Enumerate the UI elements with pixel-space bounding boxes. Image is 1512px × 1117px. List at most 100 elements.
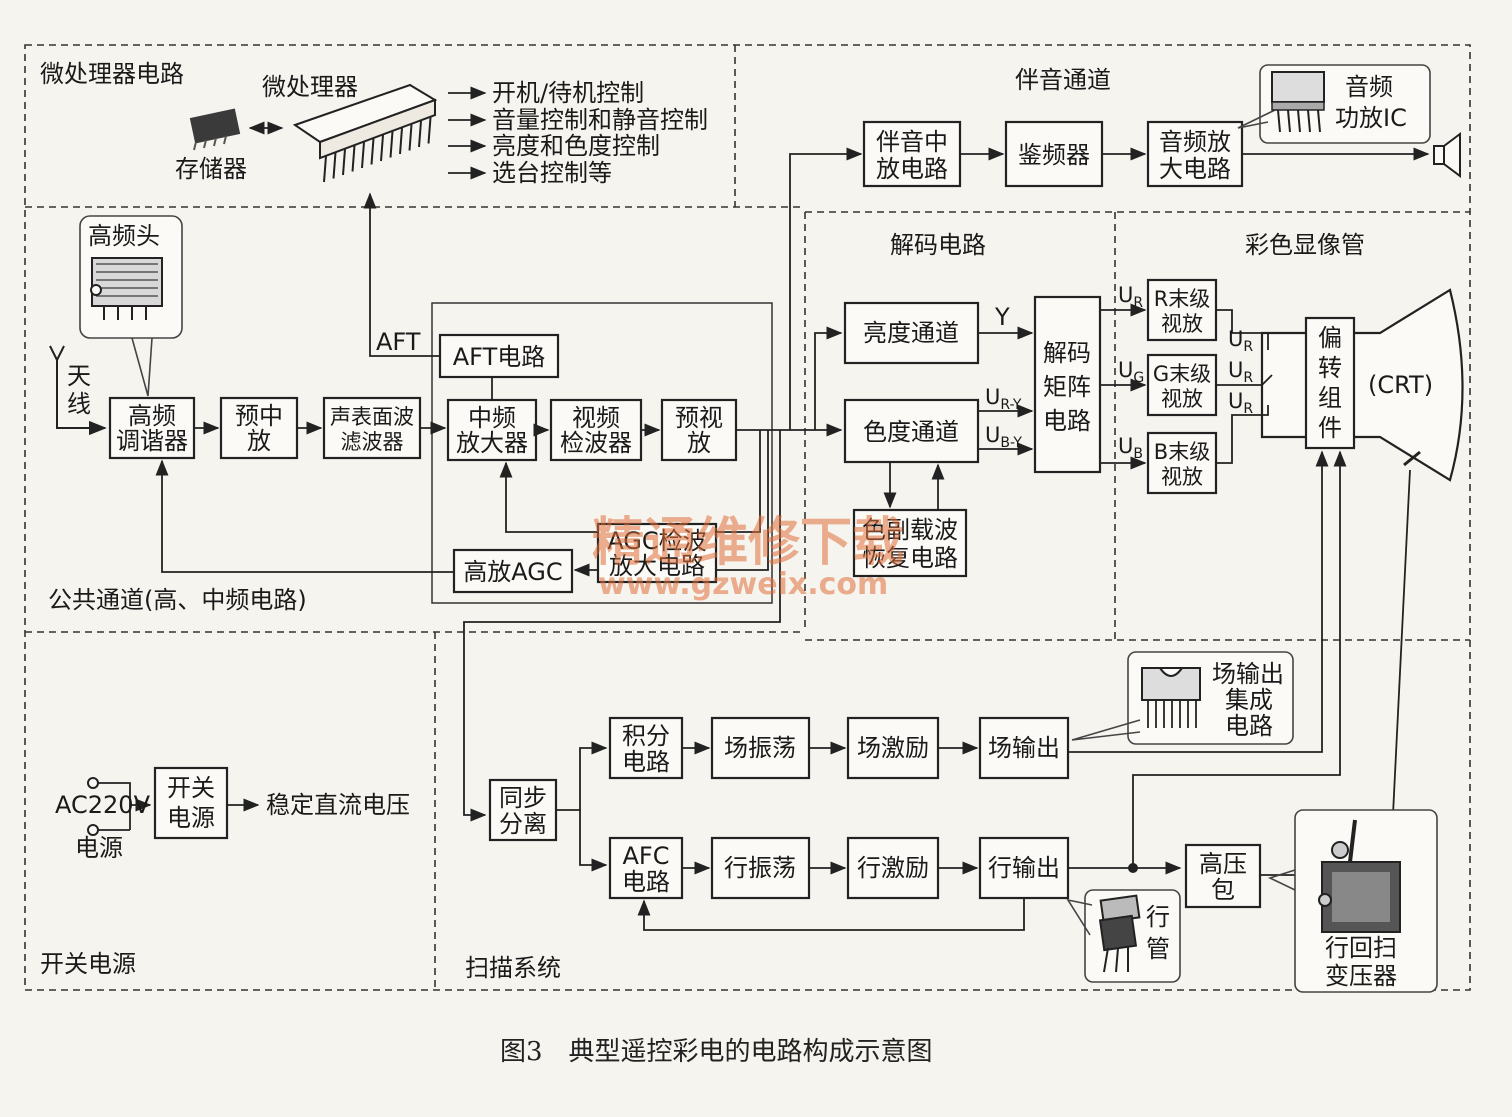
ac-input-label: AC220V bbox=[55, 791, 151, 819]
discriminator-block: 鉴频器 bbox=[1004, 120, 1104, 188]
section-title-audio: 伴音通道 bbox=[1015, 66, 1111, 94]
section-title-common: 公共通道(高、中频电路) bbox=[48, 586, 307, 614]
tuner-label: 高频头 bbox=[88, 222, 160, 250]
control-volume: 音量控制和静音控制 bbox=[492, 106, 708, 134]
svg-text:高频: 高频 bbox=[128, 402, 176, 430]
pre-if-block: 预中 放 bbox=[219, 396, 299, 460]
svg-text:UR: UR bbox=[1228, 358, 1253, 386]
v-drv-block: 场激励 bbox=[846, 716, 940, 780]
memory-label: 存储器 bbox=[175, 155, 247, 183]
microprocessor-label: 微处理器 bbox=[262, 73, 358, 101]
antenna-label: 天 bbox=[67, 362, 91, 390]
svg-text:电路: 电路 bbox=[622, 748, 670, 776]
ur-label: UR bbox=[1118, 283, 1143, 311]
svg-text:偏: 偏 bbox=[1318, 324, 1342, 352]
h-out-block: 行输出 bbox=[978, 836, 1070, 900]
svg-text:件: 件 bbox=[1318, 414, 1342, 442]
crt-label: (CRT) bbox=[1368, 371, 1433, 399]
hv-block: 高压 包 bbox=[1184, 843, 1262, 909]
svg-text:预视: 预视 bbox=[675, 404, 723, 432]
ub-label: UB bbox=[1118, 434, 1143, 462]
memory-chip-icon bbox=[189, 108, 241, 151]
svg-text:电源: 电源 bbox=[167, 804, 215, 832]
svg-text:高放AGC: 高放AGC bbox=[463, 558, 562, 586]
svg-text:高压: 高压 bbox=[1199, 850, 1247, 878]
v-out-ic-callout: 场输出 集成 电路 bbox=[1071, 651, 1294, 745]
svg-text:放电路: 放电路 bbox=[876, 155, 948, 183]
section-title-scan: 扫描系统 bbox=[465, 954, 561, 982]
flyback-callout: 行回扫 变压器 bbox=[1267, 809, 1438, 993]
flyback-transformer-icon bbox=[1318, 819, 1401, 933]
ac-input-terminals bbox=[87, 777, 152, 836]
svg-text:视放: 视放 bbox=[1161, 312, 1203, 336]
svg-text:场输出: 场输出 bbox=[1212, 660, 1284, 688]
svg-text:亮度通道: 亮度通道 bbox=[863, 319, 959, 347]
micro-control-list: 开机/待机控制 音量控制和静音控制 亮度和色度控制 选台控制等 bbox=[448, 79, 708, 187]
svg-text:功放IC: 功放IC bbox=[1335, 104, 1407, 132]
rf-agc-block: 高放AGC bbox=[452, 548, 574, 594]
v-out-ic-icon bbox=[1141, 667, 1201, 728]
svg-text:B末级: B末级 bbox=[1154, 440, 1210, 464]
svg-text:滤波器: 滤波器 bbox=[341, 430, 404, 454]
svg-text:电路: 电路 bbox=[1225, 712, 1273, 740]
svg-text:积分: 积分 bbox=[622, 722, 670, 750]
svg-text:行: 行 bbox=[1146, 903, 1170, 931]
speaker-icon bbox=[1433, 132, 1461, 178]
aft-block: AFT电路 bbox=[438, 333, 560, 379]
svg-text:矩阵: 矩阵 bbox=[1043, 373, 1091, 401]
svg-text:音频放: 音频放 bbox=[1159, 128, 1231, 156]
svg-text:R末级: R末级 bbox=[1154, 287, 1211, 311]
svg-text:AGC检波: AGC检波 bbox=[607, 527, 706, 555]
svg-text:场输出: 场输出 bbox=[988, 734, 1060, 762]
svg-text:色副载波: 色副载波 bbox=[862, 516, 958, 544]
svg-text:伴音中: 伴音中 bbox=[876, 128, 948, 156]
svg-text:检波器: 检波器 bbox=[560, 429, 632, 457]
audio-amp-block: 音频放 大电路 bbox=[1146, 120, 1244, 188]
svg-text:放: 放 bbox=[247, 427, 271, 455]
tuner-callout: 高频头 bbox=[79, 215, 183, 397]
svg-text:行激励: 行激励 bbox=[857, 854, 929, 882]
control-power: 开机/待机控制 bbox=[492, 79, 644, 107]
section-title-power: 开关电源 bbox=[40, 950, 136, 978]
svg-text:音频: 音频 bbox=[1345, 73, 1393, 101]
svg-text:恢复电路: 恢复电路 bbox=[862, 544, 958, 572]
svg-text:解码: 解码 bbox=[1043, 339, 1091, 367]
h-drv-block: 行激励 bbox=[846, 836, 940, 900]
smps-block: 开关 电源 bbox=[153, 766, 229, 840]
svg-text:分离: 分离 bbox=[499, 810, 547, 838]
if-amp-block: 中频 放大器 bbox=[446, 398, 538, 462]
integrator-block: 积分 电路 bbox=[608, 716, 684, 780]
svg-text:开关: 开关 bbox=[167, 774, 215, 802]
svg-text:行输出: 行输出 bbox=[988, 854, 1060, 882]
svg-text:中频: 中频 bbox=[468, 404, 516, 432]
v-out-block: 场输出 bbox=[978, 716, 1070, 780]
section-title-decode: 解码电路 bbox=[890, 231, 986, 259]
uby-label: UB-Y bbox=[985, 423, 1022, 451]
r-output-block: R末级 视放 bbox=[1146, 278, 1218, 342]
h-osc-block: 行振荡 bbox=[710, 836, 811, 900]
svg-text:行回扫: 行回扫 bbox=[1325, 934, 1397, 962]
svg-text:放大电路: 放大电路 bbox=[609, 552, 705, 580]
g-output-block: G末级 视放 bbox=[1146, 353, 1218, 417]
tuner-module-icon bbox=[90, 257, 163, 320]
svg-text:UR: UR bbox=[1228, 389, 1253, 417]
chroma-channel-block: 色度通道 bbox=[843, 398, 980, 464]
svg-text:放大器: 放大器 bbox=[456, 429, 528, 457]
transistor-icon bbox=[1098, 894, 1141, 973]
watermark-url: www.gzweix.com bbox=[598, 567, 888, 602]
svg-text:集成: 集成 bbox=[1225, 686, 1273, 714]
svg-text:色度通道: 色度通道 bbox=[863, 418, 959, 446]
svg-text:放: 放 bbox=[687, 429, 711, 457]
decode-matrix-block: 解码 矩阵 电路 bbox=[1033, 295, 1102, 474]
ur-cathode-label: UR bbox=[1228, 327, 1253, 355]
svg-text:组: 组 bbox=[1318, 384, 1342, 412]
svg-text:大电路: 大电路 bbox=[1159, 155, 1231, 183]
dc-output-label: 稳定直流电压 bbox=[266, 791, 410, 819]
svg-text:视放: 视放 bbox=[1161, 465, 1203, 489]
b-output-block: B末级 视放 bbox=[1146, 431, 1218, 495]
h-tube-callout: 行 管 bbox=[1066, 889, 1181, 983]
watermark-text: 精通维修下载 bbox=[592, 513, 904, 573]
svg-text:包: 包 bbox=[1211, 876, 1235, 904]
pre-video-block: 预视 放 bbox=[660, 398, 738, 462]
